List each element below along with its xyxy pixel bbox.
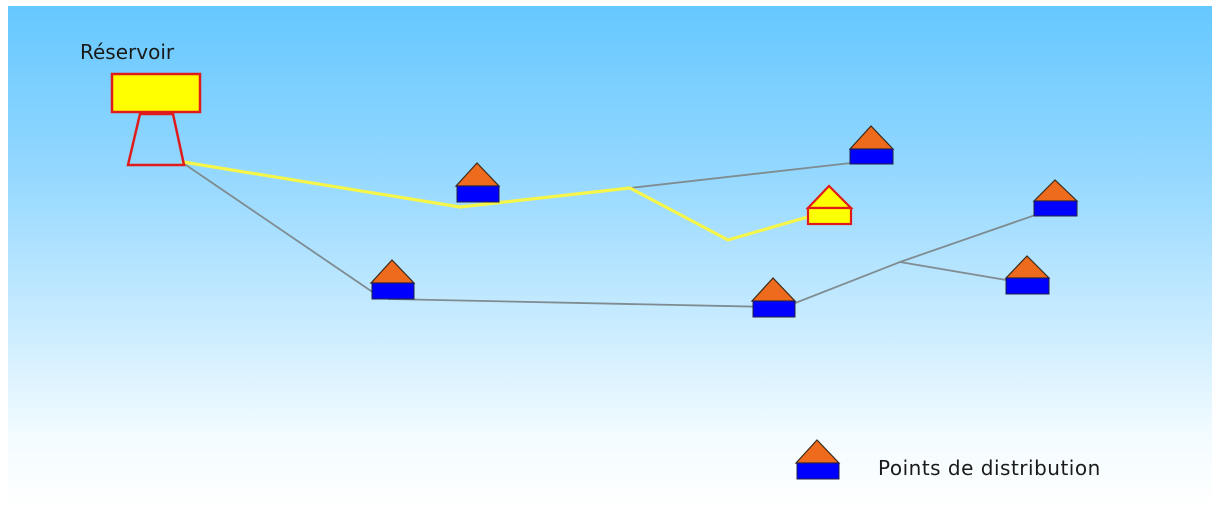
pipe-lower-left-to-lower-middle bbox=[387, 298, 773, 308]
distribution-point-4 bbox=[369, 259, 416, 300]
distribution-point-6 bbox=[1004, 255, 1051, 295]
reservoir-icon bbox=[110, 72, 202, 167]
highlighted-distribution-point bbox=[805, 184, 854, 226]
pipe-lower-middle-to-junction bbox=[784, 261, 901, 308]
reservoir-label: Réservoir bbox=[80, 40, 175, 64]
distribution-point-3 bbox=[1032, 179, 1079, 217]
pipe-branch-to-top-right bbox=[629, 161, 861, 189]
distribution-point-5 bbox=[750, 277, 797, 318]
main-pipe-yellow bbox=[181, 160, 827, 242]
pipe-reservoir-to-lower-left bbox=[182, 162, 375, 294]
legend-distribution-point-icon bbox=[794, 439, 841, 480]
pipe-junction-to-right-lower bbox=[899, 261, 1013, 282]
legend-label: Points de distribution bbox=[878, 456, 1101, 480]
pipe-junction-to-right-upper bbox=[899, 211, 1045, 263]
distribution-point-2 bbox=[848, 125, 895, 165]
diagram-background bbox=[8, 6, 1212, 509]
distribution-point-1 bbox=[454, 162, 501, 203]
